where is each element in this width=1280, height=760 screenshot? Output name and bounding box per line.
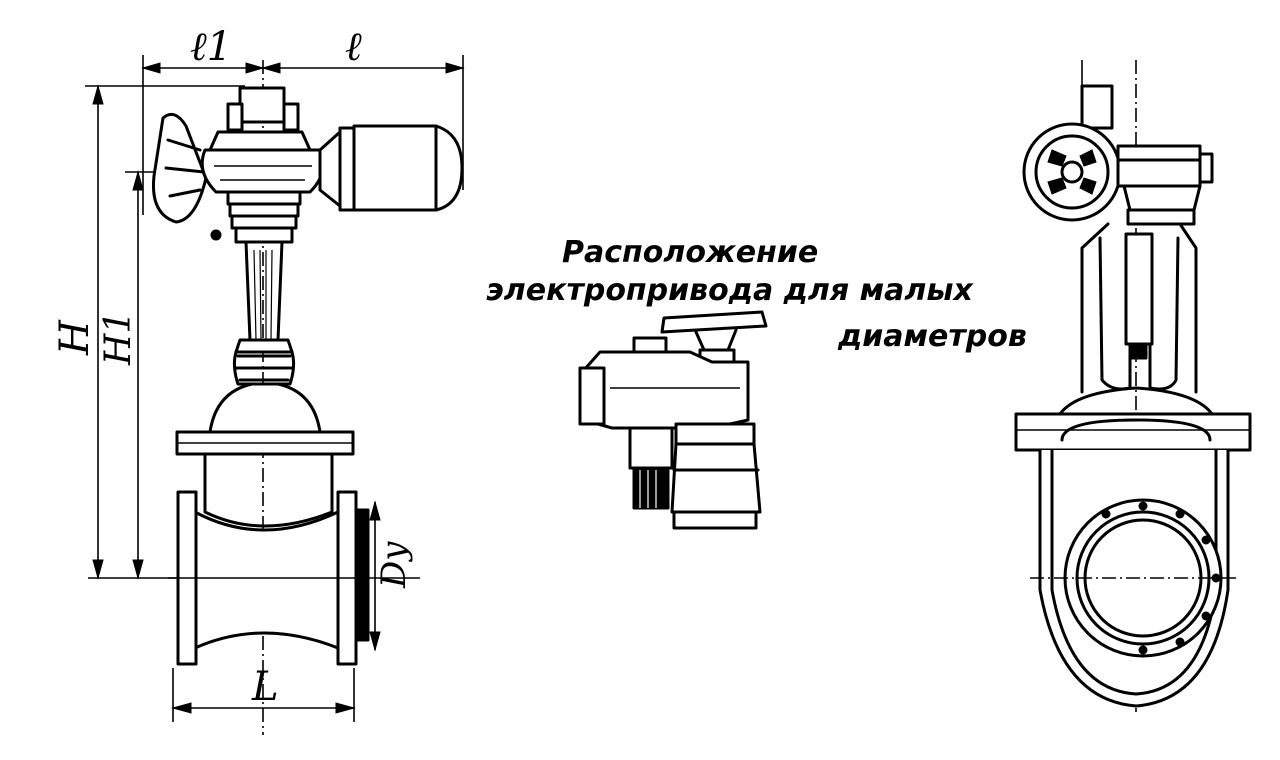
dim-label-H: H [52, 319, 98, 356]
dim-label-l: ℓ [345, 24, 362, 70]
side-view [1014, 60, 1252, 712]
small-actuator [578, 310, 768, 530]
side-handwheel [1022, 122, 1122, 222]
dim-label-Dy: Dy [374, 541, 414, 589]
dimension-Dy: Dy [369, 500, 414, 652]
end-flanges [168, 490, 370, 666]
dimension-L: L [171, 664, 356, 722]
front-view: ℓ1 ℓ H H1 [52, 24, 465, 735]
handwheel [151, 112, 222, 241]
bonnet [208, 382, 322, 434]
dimension-H1: H1 [98, 170, 210, 580]
note-line-1: Расположение [562, 235, 818, 270]
dimension-H: H [52, 84, 245, 580]
dim-label-H1: H1 [98, 311, 139, 366]
valve-body [193, 452, 340, 650]
actuator-gearbox [200, 86, 325, 194]
side-dome [1058, 386, 1214, 416]
note-line-2: электропривода для малых [486, 273, 974, 308]
side-gearbox [1116, 144, 1214, 226]
electric-motor [318, 124, 464, 212]
dimension-l1-l: ℓ1 ℓ [141, 24, 465, 215]
dim-label-L: L [251, 664, 279, 710]
side-yoke [1080, 222, 1198, 394]
dim-label-l1: ℓ1 [190, 24, 232, 70]
valve-stem [232, 240, 296, 386]
actuator-neck [226, 190, 302, 244]
note-line-3: диаметров [837, 319, 1027, 354]
small-diameter-note: Расположение электропривода для малых ди… [486, 235, 1027, 354]
